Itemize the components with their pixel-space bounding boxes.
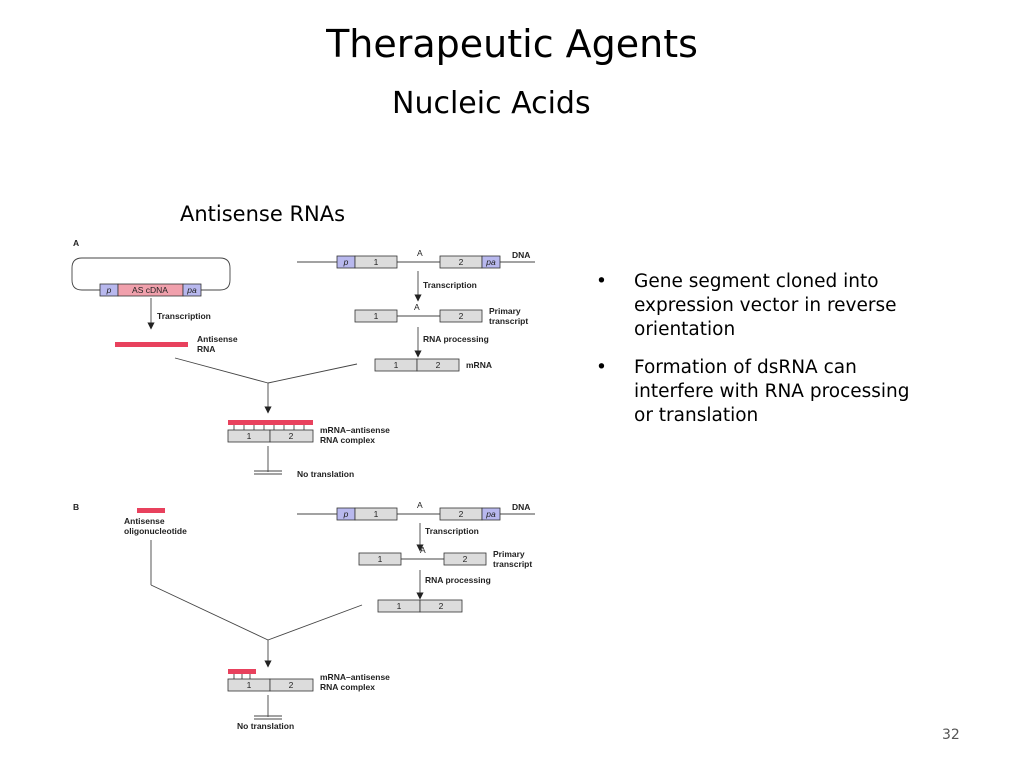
dna-label-b: DNA bbox=[512, 502, 530, 512]
primary-transcript-label-a-2: transcript bbox=[489, 316, 528, 326]
dna-polya-label-b: pa bbox=[485, 509, 496, 519]
oligo-label-2: oligonucleotide bbox=[124, 526, 187, 536]
plasmid-loop bbox=[71, 257, 231, 291]
dna-promoter-label-b: p bbox=[343, 509, 349, 519]
page-number: 32 bbox=[942, 727, 960, 743]
complex-exon2-a bbox=[269, 429, 314, 443]
converge-right-b bbox=[267, 604, 363, 641]
converge-left-a bbox=[174, 357, 269, 384]
bullet-text: Gene segment cloned into expression vect… bbox=[634, 271, 897, 340]
converge-left-b bbox=[150, 584, 269, 641]
primary-transcript-label-b-1: Primary bbox=[493, 549, 525, 559]
antisense-rna-bar bbox=[115, 342, 188, 347]
mrna-exon1-label-a: 1 bbox=[394, 360, 399, 370]
a-site-label-a: A bbox=[417, 248, 423, 258]
bullet-text: Formation of dsRNA can interfere with RN… bbox=[634, 357, 910, 426]
as-cdna-label: AS cDNA bbox=[132, 285, 168, 295]
panel-b-label: B bbox=[73, 502, 79, 512]
complex-exon2-label-b: 2 bbox=[289, 680, 294, 690]
dna-polya-b bbox=[481, 507, 501, 521]
pt-exon2-label-b: 2 bbox=[463, 554, 468, 564]
promoter-label: p bbox=[106, 285, 112, 295]
complex-antisense-bar-b bbox=[228, 669, 256, 674]
mrna-exon2-b bbox=[419, 599, 463, 613]
bullet-item: • Formation of dsRNA can interfere with … bbox=[596, 356, 926, 428]
complex-label-b-2: RNA complex bbox=[320, 682, 375, 692]
polya-box bbox=[182, 283, 202, 297]
antisense-rna-label-1: Antisense bbox=[197, 334, 238, 344]
transcription-label-plasmid: Transcription bbox=[157, 311, 211, 321]
complex-pairing-ticks-b bbox=[233, 674, 251, 679]
panel-a: A p AS cDNA pa Transcription Antisense R… bbox=[71, 238, 535, 479]
mrna-exon2-label-b: 2 bbox=[439, 601, 444, 611]
dna-promoter-label-a: p bbox=[343, 257, 349, 267]
complex-label-a-2: RNA complex bbox=[320, 435, 375, 445]
bullet-list: • Gene segment cloned into expression ve… bbox=[596, 270, 926, 442]
complex-exon1-label-a: 1 bbox=[247, 431, 252, 441]
slide-subtitle: Nucleic Acids bbox=[392, 86, 591, 121]
mrna-label-a: mRNA bbox=[466, 360, 492, 370]
converge-right-a bbox=[267, 363, 358, 384]
pt-a-site-label-a: A bbox=[414, 302, 420, 312]
dna-exon2-label-b: 2 bbox=[459, 509, 464, 519]
rna-processing-label-b: RNA processing bbox=[425, 575, 491, 585]
panel-a-label: A bbox=[73, 238, 79, 248]
mrna-exon1-label-b: 1 bbox=[397, 601, 402, 611]
bullet-marker: • bbox=[596, 357, 607, 378]
complex-exon2-b bbox=[269, 678, 314, 692]
bullet-item: • Gene segment cloned into expression ve… bbox=[596, 270, 926, 342]
pt-exon2-a bbox=[439, 309, 483, 323]
primary-transcript-label-b-2: transcript bbox=[493, 559, 532, 569]
bullet-marker: • bbox=[596, 271, 607, 292]
figure-heading: Antisense RNAs bbox=[180, 202, 346, 226]
oligo-label-1: Antisense bbox=[124, 516, 165, 526]
pt-a-site-label-b: A bbox=[420, 545, 426, 555]
dna-label-a: DNA bbox=[512, 250, 530, 260]
pt-exon2-label-a: 2 bbox=[459, 311, 464, 321]
pt-exon1-label-a: 1 bbox=[374, 311, 379, 321]
panel-b: B Antisense oligonucleotide p 1 A 2 pa D… bbox=[73, 500, 535, 731]
a-site-label-b: A bbox=[417, 500, 423, 510]
mrna-exon2-label-a: 2 bbox=[436, 360, 441, 370]
transcription-label-b: Transcription bbox=[425, 526, 479, 536]
slide-title: Therapeutic Agents bbox=[326, 22, 698, 66]
mrna-exon2-a bbox=[416, 358, 460, 372]
no-translation-label-b: No translation bbox=[237, 721, 294, 731]
complex-label-b-1: mRNA–antisense bbox=[320, 672, 390, 682]
dna-exon1-label-a: 1 bbox=[374, 257, 379, 267]
primary-transcript-label-a-1: Primary bbox=[489, 306, 521, 316]
rna-processing-label-a: RNA processing bbox=[423, 334, 489, 344]
dna-exon1-a bbox=[354, 255, 398, 269]
oligo-bar bbox=[137, 508, 165, 513]
dna-exon1-label-b: 1 bbox=[374, 509, 379, 519]
antisense-diagram: A p AS cDNA pa Transcription Antisense R… bbox=[71, 238, 535, 731]
dna-polya-label-a: pa bbox=[485, 257, 496, 267]
dna-polya-a bbox=[481, 255, 501, 269]
no-translation-label-a: No translation bbox=[297, 469, 354, 479]
complex-antisense-bar-a bbox=[228, 420, 313, 425]
complex-exon2-label-a: 2 bbox=[289, 431, 294, 441]
transcription-label-a: Transcription bbox=[423, 280, 477, 290]
complex-pairing-ticks-a bbox=[233, 425, 305, 430]
dna-exon2-label-a: 2 bbox=[459, 257, 464, 267]
complex-label-a-1: mRNA–antisense bbox=[320, 425, 390, 435]
pt-exon1-label-b: 1 bbox=[378, 554, 383, 564]
complex-exon1-label-b: 1 bbox=[247, 680, 252, 690]
pt-exon2-b bbox=[443, 552, 487, 566]
antisense-rna-label-2: RNA bbox=[197, 344, 215, 354]
polya-label: pa bbox=[186, 285, 197, 295]
dna-exon1-b bbox=[354, 507, 398, 521]
